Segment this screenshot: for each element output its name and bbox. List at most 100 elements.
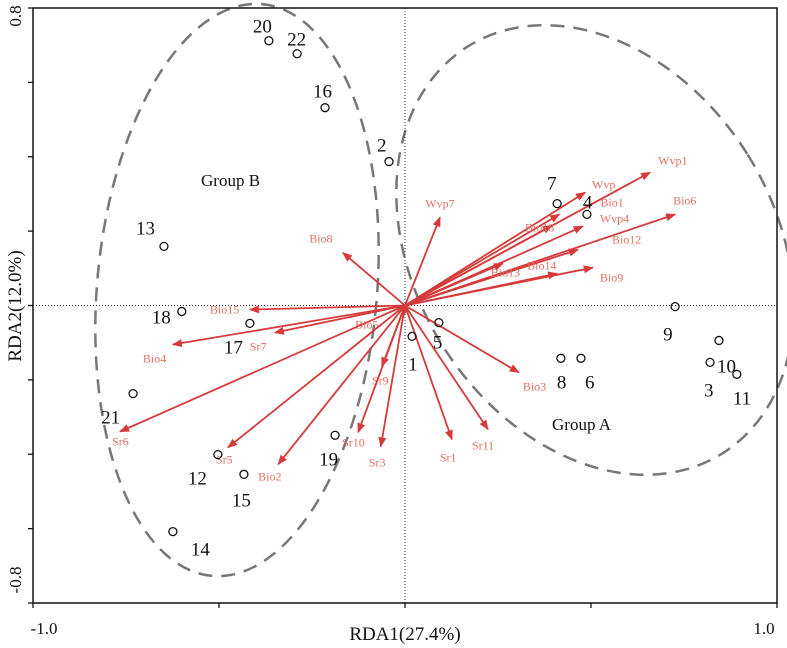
vector-arrow-sr11 [404,304,489,431]
vector-label-sr9: Sr9 [372,373,389,387]
site-point-6 [576,353,586,363]
site-label-12: 12 [188,469,207,490]
vector-label-bio5: Bio5 [355,318,378,332]
vector-arrow-bio9 [404,265,594,307]
site-point-21 [128,388,138,399]
vector-arrow-bio4 [171,304,406,347]
vector-label-sr10: Sr10 [342,435,365,449]
site-point-2 [384,156,394,167]
vector-arrow-bio15 [248,304,406,314]
site-label-21: 21 [101,408,120,429]
site-point-17 [245,318,255,329]
vector-label-bio2: Bio2 [258,469,281,483]
site-label-1: 1 [408,354,418,375]
x-tick-label: 1.0 [753,619,774,638]
site-label-17: 17 [224,337,243,358]
plot-frame [28,7,778,608]
y-tick-label: -0.8 [6,567,25,594]
x-axis-label: RDA1(27.4%) [349,624,460,645]
site-point-13 [159,241,169,252]
vector-arrow-sr10 [357,305,406,434]
vector-arrow-bio18 [404,224,553,307]
group-b-ellipse [94,2,380,578]
site-point-12 [213,449,223,460]
vector-label-bio12: Bio12 [612,233,641,247]
site-point-20 [264,36,274,46]
vector-arrow-wvp [404,191,586,307]
vector-label-bio13: Bio13 [491,265,520,279]
vector-label-bio9: Bio9 [600,271,623,285]
site-point-9 [670,301,680,312]
site-point-7 [552,198,562,209]
vector-label-wvp7: Wvp7 [425,196,454,210]
site-point-19 [330,430,340,440]
vector-arrow-bio12 [404,248,579,307]
vector-arrow-sr3 [378,305,406,448]
site-label-13: 13 [136,218,155,239]
vector-arrow-sr7 [273,304,406,335]
vector-label-bio4: Bio4 [143,352,166,366]
site-point-18 [177,306,187,317]
vector-label-sr6: Sr6 [112,435,129,449]
vector-label-bio18: Bio18 [525,221,554,235]
vector-label-bio15: Bio15 [210,303,239,317]
site-label-15: 15 [232,490,251,511]
site-point-3 [705,357,715,368]
y-axis-label: RDA2(12.0%) [5,250,26,361]
site-label-10: 10 [717,356,736,377]
site-label-8: 8 [557,372,567,393]
site-label-4: 4 [583,192,593,213]
site-label-3: 3 [704,380,714,401]
vector-arrow-sr5 [227,304,406,449]
site-label-9: 9 [663,325,673,346]
vector-label-sr3: Sr3 [369,455,386,469]
vector-arrow-sr6 [119,304,406,433]
site-point-11 [732,369,742,379]
vector-label-sr5: Sr5 [216,453,233,467]
group-a-label: Group A [552,415,612,434]
vector-label-wvp4: Wvp4 [600,211,629,225]
vector-label-bio8: Bio8 [309,232,332,246]
site-point-10 [714,335,724,346]
vector-arrow-bio8 [342,252,406,307]
site-label-6: 6 [585,372,595,393]
vector-arrow-bio2 [277,304,406,466]
vector-label-bio3: Bio3 [523,379,546,393]
site-point-14 [168,526,178,537]
group-a-ellipse [395,23,787,477]
site-label-5: 5 [433,333,443,354]
site-label-11: 11 [733,388,751,409]
group-ellipses [94,2,787,578]
site-label-16: 16 [313,82,332,103]
vector-label-bio6: Bio6 [673,193,696,207]
site-label-20: 20 [253,17,272,38]
y-tick-label: 0.8 [6,5,25,26]
site-point-1 [407,331,417,342]
group-b-label: Group B [201,171,260,190]
vector-arrow-wvp7 [404,216,441,306]
site-label-7: 7 [547,174,557,195]
x-tick-label: -1.0 [31,619,58,638]
vector-label-sr1: Sr1 [440,450,457,464]
site-point-8 [556,353,566,363]
site-point-16 [320,103,330,113]
site-label-18: 18 [152,307,171,328]
vector-label-wvp: Wvp [592,177,615,191]
vector-arrow-sr1 [404,305,453,441]
site-point-15 [239,469,249,479]
vector-arrow-bio3 [404,304,520,374]
vector-arrow-bio13 [404,262,504,307]
site-label-19: 19 [319,449,338,470]
site-point-4 [582,209,592,220]
vector-label-sr11: Sr11 [472,438,494,452]
vector-label-sr7: Sr7 [250,340,267,354]
vector-label-bio1: Bio1 [600,195,623,209]
site-point-22 [292,49,302,59]
site-point-5 [434,317,444,328]
vector-label-bio14: Bio14 [527,259,556,273]
site-label-22: 22 [287,30,306,51]
vector-arrow-bio1 [404,213,561,307]
